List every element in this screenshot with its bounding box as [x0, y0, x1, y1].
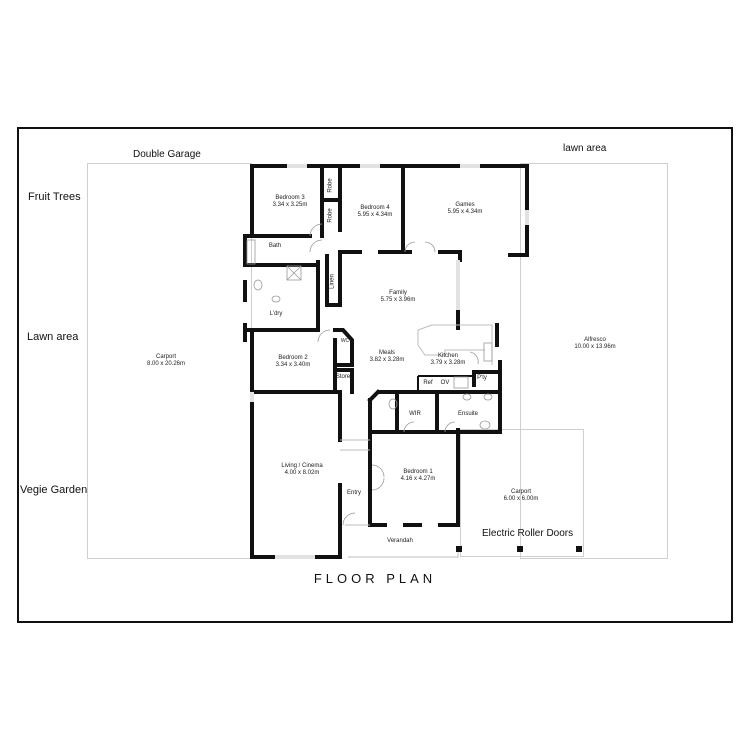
room-robe-1: Robe	[327, 178, 334, 193]
carport-side-outline	[460, 429, 584, 557]
room-ref: Ref	[423, 380, 433, 386]
room-pty: P'ty	[477, 375, 487, 381]
window-games	[460, 164, 480, 168]
room-wir: WIR	[409, 411, 421, 417]
lawn-area-left-label: Lawn area	[27, 331, 79, 343]
post	[576, 546, 582, 552]
room-robe-2: Robe	[327, 208, 334, 223]
plan-frame	[17, 127, 733, 623]
room-ensuite: Ensuite	[457, 411, 479, 417]
room-store: Store	[335, 374, 351, 380]
window-living-left	[250, 392, 254, 402]
floor-plan-title: FLOOR PLAN	[313, 571, 437, 586]
vegie-garden-label: Vegie Garden	[20, 484, 88, 496]
room-entry: Entry	[346, 490, 362, 496]
site-outline-right	[520, 163, 668, 559]
window-bed3	[287, 164, 307, 168]
room-bath: Bath	[268, 243, 282, 249]
window-bed4	[360, 164, 380, 168]
post	[517, 546, 523, 552]
room-linen: Linen	[329, 274, 336, 289]
post	[456, 546, 462, 552]
room-ldry: L'dry	[269, 311, 283, 317]
room-ov: OV	[440, 380, 450, 386]
room-verandah: Verandah	[387, 538, 413, 544]
electric-roller-doors-label: Electric Roller Doors	[482, 528, 574, 539]
window-games-right	[525, 210, 529, 225]
double-garage-label: Double Garage	[133, 149, 201, 160]
fruit-trees-label: Fruit Trees	[28, 191, 81, 203]
lawn-area-top-label: lawn area	[563, 143, 607, 154]
window-family	[456, 260, 460, 310]
window-living	[275, 555, 315, 559]
room-wc: WC	[340, 338, 350, 344]
